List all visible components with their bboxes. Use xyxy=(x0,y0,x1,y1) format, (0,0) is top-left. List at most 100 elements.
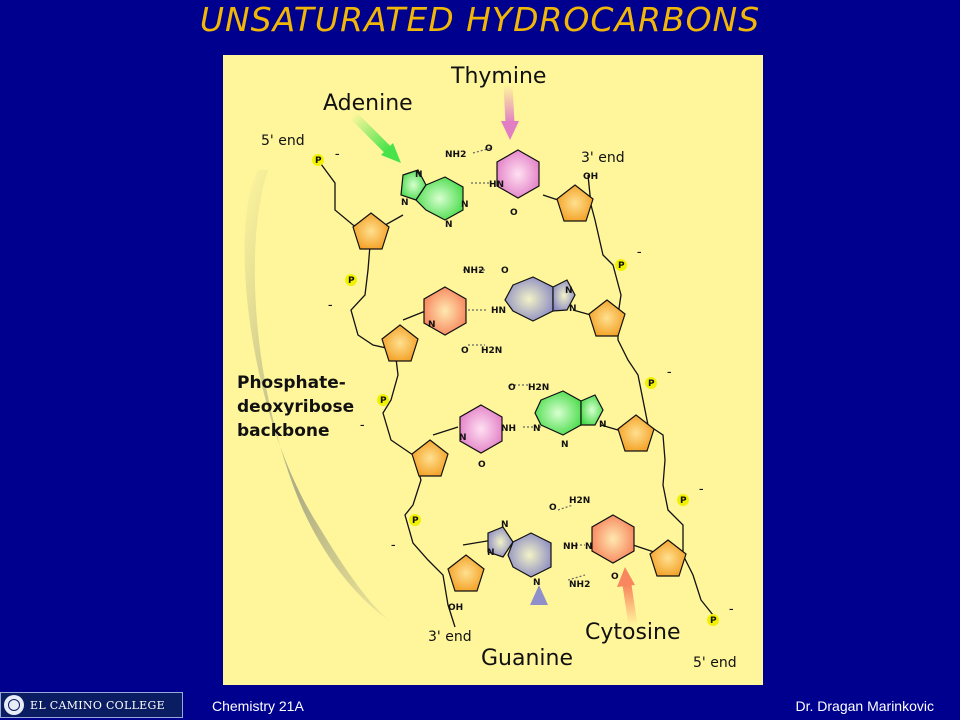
atom-o-8: O xyxy=(611,572,619,582)
sugar-3 xyxy=(381,324,419,362)
atom-p-3: P xyxy=(380,396,387,406)
base-adenine-2 xyxy=(534,390,604,436)
college-logo-text: EL CAMINO COLLEGE xyxy=(30,698,165,712)
label-5-end-bottom: 5' end xyxy=(693,655,737,671)
atom-p-7: P xyxy=(680,496,687,506)
atom-p-1: P xyxy=(315,156,322,166)
label-5-end-top: 5' end xyxy=(261,133,305,149)
atom-minus-7: – xyxy=(699,485,704,495)
atom-o-1: O xyxy=(485,144,493,154)
atom-n-10: N xyxy=(561,440,569,450)
atom-o-5: O xyxy=(508,383,516,393)
phosphate-2 xyxy=(345,274,357,286)
atom-hn-2: HN xyxy=(491,306,506,316)
sugar-4 xyxy=(588,299,626,337)
phosphate-7 xyxy=(677,494,689,506)
atom-o-2: O xyxy=(510,208,518,218)
atom-minus-4: – xyxy=(391,541,396,551)
atom-nh2-1: NH2 xyxy=(445,150,466,160)
cytosine-arrow xyxy=(617,567,638,626)
footer-course: Chemistry 21A xyxy=(212,698,304,714)
base-cytosine-1 xyxy=(423,286,467,336)
dna-diagram-panel: Adenine Thymine Guanine Cytosine 5' end … xyxy=(223,55,763,685)
sugar-5 xyxy=(411,439,449,477)
atom-p-6: P xyxy=(648,379,655,389)
atom-nh2-3: NH2 xyxy=(569,580,590,590)
atom-nh-2: NH xyxy=(563,542,578,552)
sugar-1 xyxy=(352,212,390,250)
base-cytosine-2 xyxy=(591,514,635,564)
label-3-end-bottom: 3' end xyxy=(428,629,472,645)
atom-minus-6: – xyxy=(667,368,672,378)
footer-author: Dr. Dragan Marinkovic xyxy=(795,698,935,714)
phosphate-1 xyxy=(312,154,324,166)
label-adenine: Adenine xyxy=(323,91,413,116)
label-guanine: Guanine xyxy=(481,646,573,671)
atom-p-4: P xyxy=(412,516,419,526)
atom-n-9: N xyxy=(459,433,467,443)
college-seal-icon xyxy=(4,695,24,715)
atom-n-15: N xyxy=(533,578,541,588)
label-cytosine: Cytosine xyxy=(585,620,681,645)
atom-n-12: N xyxy=(585,542,593,552)
sugar-8 xyxy=(649,539,687,577)
atom-n-5: N xyxy=(428,320,436,330)
atom-h2n-2: H2N xyxy=(528,383,549,393)
adenine-arrow xyxy=(349,111,401,163)
atom-n-6: N xyxy=(565,286,573,296)
base-adenine-1 xyxy=(400,169,464,221)
phosphates xyxy=(312,154,719,626)
label-3-end-top: 3' end xyxy=(581,150,625,166)
thymine-arrow xyxy=(501,84,519,140)
atom-n-14: N xyxy=(487,548,495,558)
atom-minus-5: – xyxy=(637,248,642,258)
college-logo: EL CAMINO COLLEGE xyxy=(0,692,183,718)
sugar-7 xyxy=(447,554,485,592)
phosphate-8 xyxy=(707,614,719,626)
atom-minus-2: – xyxy=(328,301,333,311)
hydrogen-bonds xyxy=(463,147,586,581)
atom-n-7: N xyxy=(569,304,577,314)
phosphate-6 xyxy=(645,377,657,389)
atom-p-5: P xyxy=(618,261,625,271)
atom-nh2-2: NH2 xyxy=(463,266,484,276)
sugar-6 xyxy=(617,414,655,452)
atom-o-6: O xyxy=(478,460,486,470)
base-thymine-1 xyxy=(496,149,540,199)
atom-oh-2: OH xyxy=(448,603,463,613)
label-backbone-line-2: deoxyribose xyxy=(237,397,354,417)
sugars xyxy=(352,184,687,592)
atom-h2n-3: H2N xyxy=(569,496,590,506)
atom-n-13: N xyxy=(501,520,509,530)
atom-n-1: N xyxy=(415,170,423,180)
atom-n-2: N xyxy=(401,198,409,208)
label-backbone-line-1: Phosphate- xyxy=(237,373,346,393)
atom-o-4: O xyxy=(461,346,469,356)
slide-title: UNSATURATED HYDROCARBONS xyxy=(199,0,761,39)
atom-p-8: P xyxy=(710,616,717,626)
atom-n-8: N xyxy=(533,424,541,434)
phosphate-4 xyxy=(409,514,421,526)
label-backbone-line-3: backbone xyxy=(237,421,330,441)
dna-structure-diagram: Adenine Thymine Guanine Cytosine 5' end … xyxy=(237,64,737,671)
atom-minus-1: – xyxy=(335,150,340,160)
atom-o-3: O xyxy=(501,266,509,276)
label-thymine: Thymine xyxy=(450,64,546,89)
guanine-arrow xyxy=(530,585,548,640)
atom-o-7: O xyxy=(549,503,557,513)
atom-minus-8: – xyxy=(729,605,734,615)
phosphate-3 xyxy=(377,394,389,406)
base-guanine-2 xyxy=(487,526,552,578)
atom-oh-1: OH xyxy=(583,172,598,182)
phosphate-5 xyxy=(615,259,627,271)
atom-hn-1: HN xyxy=(489,180,504,190)
atom-n-4: N xyxy=(445,220,453,230)
atom-n-11: N xyxy=(599,420,607,430)
sugar-2 xyxy=(556,184,594,222)
atom-nh-1: NH xyxy=(501,424,516,434)
atom-labels: NH2 HN O O OH N N N N P – P – P – P – P … xyxy=(315,144,734,626)
atom-minus-3: – xyxy=(360,421,365,431)
atom-n-3: N xyxy=(461,200,469,210)
atom-p-2: P xyxy=(348,276,355,286)
atom-h2n-1: H2N xyxy=(481,346,502,356)
